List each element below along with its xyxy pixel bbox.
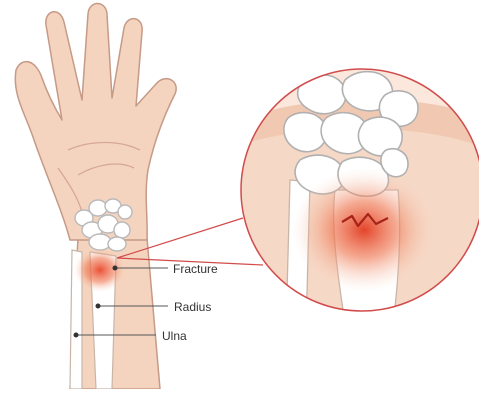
label-fracture: Fracture — [173, 262, 218, 276]
zoom-inset — [240, 69, 479, 330]
label-radius: Radius — [174, 300, 211, 314]
label-ulna: Ulna — [162, 329, 187, 343]
fracture-glow — [74, 248, 126, 292]
